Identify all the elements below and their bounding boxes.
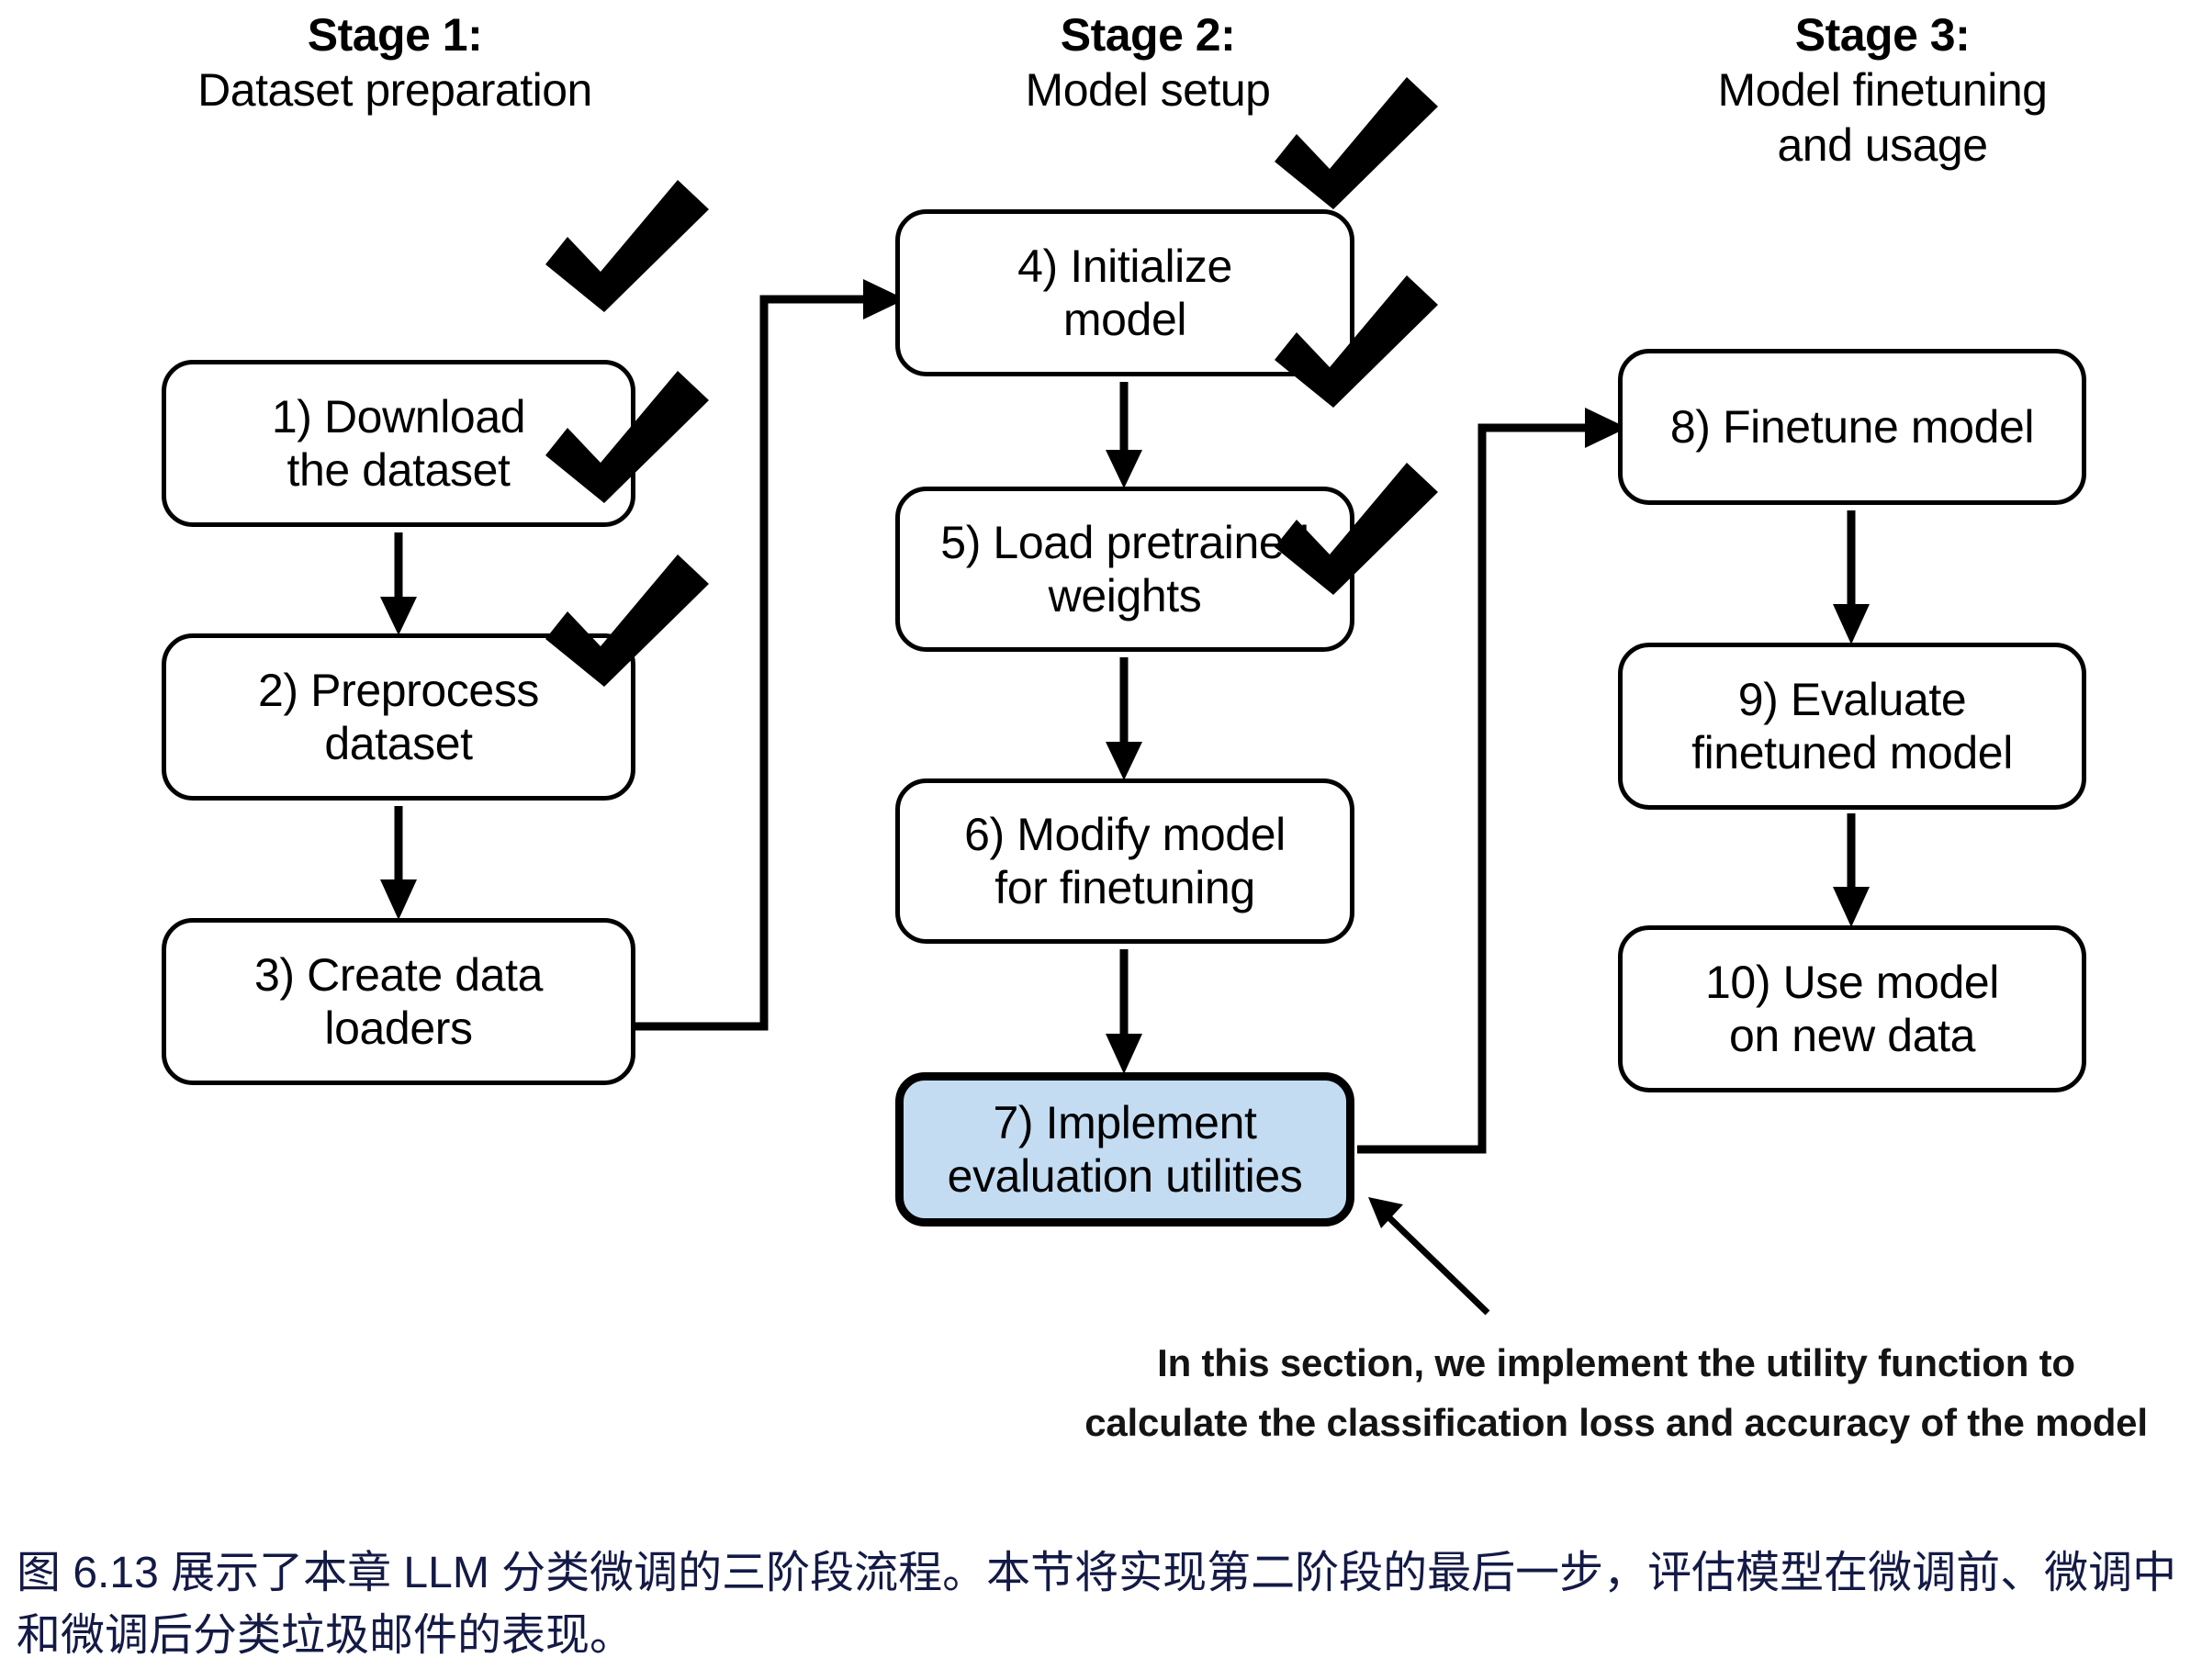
- step-box-7-implement-evaluation-utilities[interactable]: 7) Implement evaluation utilities: [895, 1072, 1354, 1226]
- annotation-pointer-arrow: [1368, 1197, 1490, 1316]
- step-box-3-create-data-loaders[interactable]: 3) Create data loaders: [162, 918, 635, 1085]
- arrow-box8-to-box9: [1833, 510, 1870, 644]
- step-box-4-initialize-model[interactable]: 4) Initialize model: [895, 209, 1354, 376]
- step-9-label: 9) Evaluate finetuned model: [1691, 673, 2013, 779]
- step-5-label: 5) Load pretrained weights: [940, 516, 1309, 622]
- step-box-5-load-pretrained-weights[interactable]: 5) Load pretrained weights: [895, 487, 1354, 652]
- arrow-box9-to-box10: [1833, 813, 1870, 927]
- stage-3-title: Stage 3:: [1794, 9, 1971, 61]
- stage-2-title: Stage 2:: [1060, 9, 1236, 61]
- arrow-box4-to-box5: [1106, 382, 1142, 488]
- arrow-box1-to-box2: [380, 532, 417, 635]
- step-10-label: 10) Use model on new data: [1705, 956, 1999, 1062]
- step-6-label: 6) Modify model for finetuning: [964, 808, 1286, 914]
- step-1-label: 1) Download the dataset: [271, 390, 526, 497]
- step-7-label: 7) Implement evaluation utilities: [947, 1096, 1303, 1203]
- connector-stage1-to-stage2: [634, 279, 905, 1031]
- step-box-1-download-dataset[interactable]: 1) Download the dataset: [162, 360, 635, 527]
- step-box-6-modify-model-for-finetuning[interactable]: 6) Modify model for finetuning: [895, 778, 1354, 944]
- stage-3-subtitle: Model finetuning and usage: [1717, 64, 2048, 171]
- step-box-8-finetune-model[interactable]: 8) Finetune model: [1618, 349, 2086, 505]
- stage-1-header: Stage 1: Dataset preparation: [55, 7, 735, 118]
- annotation-note: In this section, we implement the utilit…: [1084, 1341, 2148, 1445]
- step-8-label: 8) Finetune model: [1669, 400, 2035, 453]
- stage-1-subtitle: Dataset preparation: [197, 64, 592, 116]
- step-4-label: 4) Initialize model: [1017, 240, 1232, 346]
- step-box-9-evaluate-finetuned-model[interactable]: 9) Evaluate finetuned model: [1618, 643, 2086, 810]
- figure-caption: 图 6.13 展示了本章 LLM 分类微调的三阶段流程。本节将实现第二阶段的最后…: [17, 1549, 2177, 1661]
- arrow-box5-to-box6: [1106, 657, 1142, 780]
- stage-2-subtitle: Model setup: [1025, 64, 1271, 116]
- connector-stage2-to-stage3: [1357, 408, 1627, 1154]
- stage-2-header: Stage 2: Model setup: [831, 7, 1465, 118]
- stage-3-header: Stage 3: Model finetuning and usage: [1552, 7, 2202, 173]
- arrow-box6-to-box7: [1106, 949, 1142, 1074]
- step-2-label: 2) Preprocess dataset: [257, 664, 540, 770]
- arrow-box2-to-box3: [380, 806, 417, 920]
- step-box-10-use-model-on-new-data[interactable]: 10) Use model on new data: [1618, 925, 2086, 1092]
- checkmark-icon: [545, 180, 709, 312]
- stage-1-title: Stage 1:: [307, 9, 483, 61]
- step-3-label: 3) Create data loaders: [253, 948, 544, 1055]
- step-box-2-preprocess-dataset[interactable]: 2) Preprocess dataset: [162, 633, 635, 801]
